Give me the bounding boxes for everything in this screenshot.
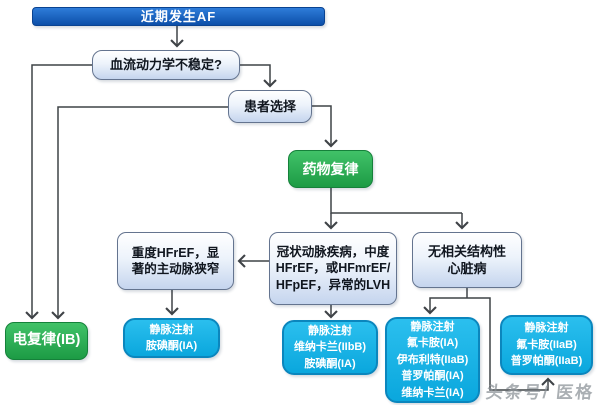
node-hemodynamic-instability-question: 血流动力学不稳定?: [92, 50, 240, 80]
edge-nostruct-to-ivC: [423, 297, 467, 315]
node-severe-hfref-aortic-stenosis: 重度HFrEF，显 著的主动脉狭窄: [117, 232, 234, 290]
watermark: 头条号/ 医格: [484, 383, 596, 402]
node-iv-amiodarone: 静脉注射 胺碘酮(IA): [123, 318, 220, 358]
node-pharmacological-cardioversion: 药物复律: [288, 150, 373, 188]
node-patient-selection: 患者选择: [228, 90, 312, 123]
node-iv-vernakalant-amiodarone: 静脉注射 维纳卡兰(IIbB) 胺碘酮(IA): [282, 320, 378, 375]
edge-hemo-to-patient: [240, 64, 277, 88]
edge-nostruct-to-ivD: [467, 297, 555, 391]
edge-drug-split: [330, 188, 462, 214]
edge-hemo-to-electro: [25, 64, 92, 320]
node-electrical-cardioversion: 电复律(IB): [5, 322, 88, 360]
node-cad-moderate-hfref: 冠状动脉疾病，中度 HFrEF，或HFmrEF/ HFpEF，异常的LVH: [269, 232, 397, 305]
node-recent-af: 近期发生AF: [32, 7, 325, 26]
edge-patient-to-electro: [51, 106, 228, 320]
edge-patient-to-drug: [312, 105, 338, 148]
node-iv-flecainide-propafenone: 静脉注射 氟卡胺(IIaB) 普罗帕酮(IIaB): [500, 315, 593, 375]
node-iv-flecainide-ibutilide-propafenone-vernakalant: 静脉注射 氟卡胺(IA) 伊布利特(IIaB) 普罗帕酮(IA) 维纳卡兰(IA…: [385, 317, 480, 403]
node-no-structural-heart-disease: 无相关结构性 心脏病: [412, 232, 522, 288]
